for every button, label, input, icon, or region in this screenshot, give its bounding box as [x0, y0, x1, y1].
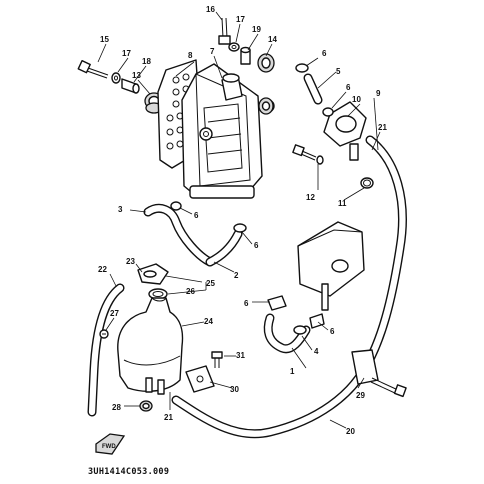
washer-17-right	[228, 42, 240, 52]
callout-9: 9	[376, 89, 381, 98]
callout-24: 24	[204, 317, 213, 326]
fwd-label: FWD	[102, 444, 116, 450]
callout-30: 30	[230, 385, 239, 394]
hose-clamp-6-hose2	[233, 223, 247, 233]
hose-1-4	[263, 313, 311, 354]
hose-clamp-6-top	[295, 63, 309, 73]
callout-23: 23	[126, 257, 135, 266]
clamp-29	[351, 349, 407, 398]
grommet-28	[139, 400, 153, 412]
callout-8: 8	[188, 51, 193, 60]
callout-26: 26	[186, 287, 195, 296]
gasket-26-inner	[152, 291, 164, 297]
upper-tank	[297, 221, 365, 311]
washer-17-right-hole	[231, 44, 237, 50]
callout-16: 16	[206, 5, 215, 14]
callout-11: 11	[338, 199, 347, 208]
screw-27	[99, 329, 109, 339]
hose-2	[205, 223, 247, 267]
callout-6-bracket: 6	[244, 299, 249, 308]
callout-6-clamp-top: 6	[322, 49, 327, 58]
collar-19	[240, 46, 251, 65]
cooler-assembly-7	[181, 63, 275, 199]
bolt-15	[77, 59, 109, 79]
callout-19: 19	[252, 25, 261, 34]
washer-17-left-hole	[114, 75, 118, 81]
callout-15: 15	[100, 35, 109, 44]
bolt-12	[292, 144, 324, 165]
thermostat-housing-10	[322, 101, 367, 161]
drawing-code: 3UH1414C053.009	[88, 467, 169, 477]
callout-2: 2	[234, 271, 239, 280]
callout-20: 20	[346, 427, 355, 436]
callout-22: 22	[98, 265, 107, 274]
callout-3: 3	[118, 205, 123, 214]
callout-6-lower: 6	[330, 327, 335, 336]
callout-21-lower: 21	[164, 413, 173, 422]
hose-3	[143, 201, 215, 267]
callout-6-hose3: 6	[194, 211, 199, 220]
callout-18: 18	[142, 57, 151, 66]
callout-27: 27	[110, 309, 119, 318]
callout-29: 29	[356, 391, 365, 400]
callout-28: 28	[112, 403, 121, 412]
leader-lines	[97, 11, 381, 429]
callout-25: 25	[206, 279, 215, 288]
callout-21-upper: 21	[378, 123, 387, 132]
reservoir-tank-24	[117, 297, 184, 395]
clamp-6-bracket	[267, 295, 325, 329]
bolt-31	[211, 351, 223, 368]
bolt-16	[218, 17, 231, 45]
callout-4: 4	[314, 347, 319, 356]
o-ring-11-inner	[363, 179, 371, 187]
hose-22	[87, 283, 125, 417]
bracket-30	[185, 365, 215, 393]
callout-10: 10	[352, 95, 361, 104]
hose-clamp-6-mid	[322, 107, 334, 117]
callout-13: 13	[132, 71, 141, 80]
callout-17-right: 17	[236, 15, 245, 24]
callout-7: 7	[210, 47, 215, 56]
callout-12: 12	[306, 193, 315, 202]
tank-cap-23	[137, 263, 169, 285]
callout-17-left: 17	[122, 49, 131, 58]
callout-6-hose2: 6	[254, 241, 259, 250]
callout-6-thermostat: 6	[346, 83, 351, 92]
fwd-direction-badge: FWD	[95, 433, 126, 455]
callout-14: 14	[268, 35, 277, 44]
hose-clamp-6-hose3	[170, 201, 182, 211]
callout-labels: 1 2 3 4 5 6 6 6 6 6 6 7 8 9 10 11 12 13 …	[98, 5, 387, 436]
callout-1: 1	[290, 367, 295, 376]
washer-17-left	[111, 72, 121, 84]
collar-18	[121, 78, 140, 94]
grommet-14	[257, 53, 275, 115]
hose-5	[295, 63, 323, 105]
callout-31: 31	[236, 351, 245, 360]
callout-5: 5	[336, 67, 341, 76]
